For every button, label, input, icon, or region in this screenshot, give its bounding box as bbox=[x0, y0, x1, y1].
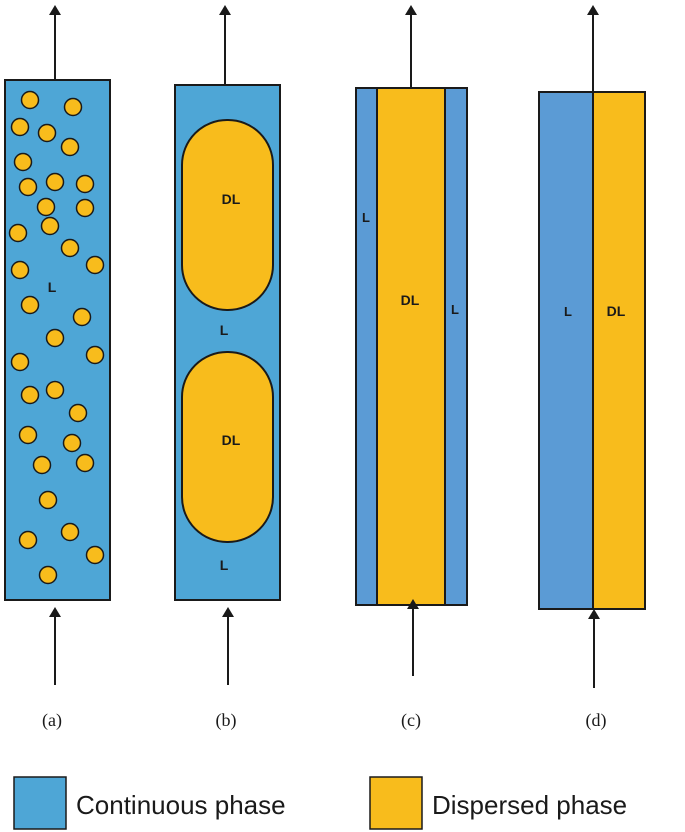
dispersed-droplet bbox=[18, 530, 38, 550]
legend: Continuous phase Dispersed phase bbox=[13, 776, 627, 830]
dispersed-droplet bbox=[60, 522, 80, 542]
core-label-c: DL bbox=[401, 292, 420, 308]
dispersed-droplet bbox=[10, 352, 30, 372]
dispersed-droplet bbox=[45, 380, 65, 400]
dispersed-droplet bbox=[37, 123, 57, 143]
slug-label-1: DL bbox=[222, 191, 241, 207]
dispersed-droplet bbox=[68, 403, 88, 423]
panel-b: DL L DL L (b) bbox=[174, 5, 281, 731]
dispersed-droplet bbox=[75, 198, 95, 218]
dispersed-slug-1 bbox=[181, 119, 274, 311]
dispersed-droplet bbox=[85, 545, 105, 565]
dispersed-droplet bbox=[18, 425, 38, 445]
dispersed-droplet bbox=[85, 345, 105, 365]
panel-d: L DL (d) bbox=[538, 5, 646, 731]
dispersed-droplet bbox=[85, 255, 105, 275]
panel-a: L (a) bbox=[4, 5, 111, 731]
dispersed-droplet bbox=[75, 174, 95, 194]
dispersed-droplet bbox=[45, 172, 65, 192]
continuous-label-b1: L bbox=[220, 322, 229, 338]
dispersed-droplet bbox=[72, 307, 92, 327]
caption-c: (c) bbox=[401, 710, 421, 731]
right-label-d: DL bbox=[607, 303, 626, 319]
continuous-label-b2: L bbox=[220, 557, 229, 573]
left-film-label-c: L bbox=[362, 210, 370, 225]
dispersed-droplet bbox=[13, 152, 33, 172]
dispersed-droplet bbox=[36, 197, 56, 217]
dispersed-droplet bbox=[40, 216, 60, 236]
legend-label-dispersed: Dispersed phase bbox=[432, 790, 627, 820]
dispersed-droplet bbox=[8, 223, 28, 243]
legend-label-continuous: Continuous phase bbox=[76, 790, 286, 820]
dispersed-droplet bbox=[18, 177, 38, 197]
caption-a: (a) bbox=[42, 710, 62, 731]
dispersed-slug-2 bbox=[181, 351, 274, 543]
dispersed-core-c bbox=[376, 87, 446, 606]
dispersed-bubbles bbox=[8, 90, 105, 585]
caption-b: (b) bbox=[216, 710, 237, 731]
continuous-layer-d bbox=[538, 91, 594, 610]
dispersed-droplet bbox=[10, 117, 30, 137]
slug-label-2: DL bbox=[222, 432, 241, 448]
dispersed-droplet bbox=[20, 295, 40, 315]
panel-c: L DL L (c) bbox=[355, 5, 468, 731]
dispersed-droplet bbox=[10, 260, 30, 280]
dispersed-droplet bbox=[32, 455, 52, 475]
right-film-label-c: L bbox=[451, 302, 459, 317]
dispersed-droplet bbox=[62, 433, 82, 453]
continuous-label-a: L bbox=[48, 279, 57, 295]
dispersed-droplet bbox=[60, 238, 80, 258]
dispersed-droplet bbox=[63, 97, 83, 117]
caption-d: (d) bbox=[586, 710, 607, 731]
legend-swatch-dispersed bbox=[369, 776, 423, 830]
dispersed-droplet bbox=[75, 453, 95, 473]
dispersed-droplet bbox=[45, 328, 65, 348]
legend-swatch-continuous bbox=[13, 776, 67, 830]
dispersed-layer-d bbox=[592, 91, 646, 610]
left-label-d: L bbox=[564, 304, 572, 319]
dispersed-droplet bbox=[60, 137, 80, 157]
dispersed-droplet bbox=[20, 90, 40, 110]
dispersed-droplet bbox=[20, 385, 40, 405]
dispersed-droplet bbox=[38, 565, 58, 585]
dispersed-droplet bbox=[38, 490, 58, 510]
